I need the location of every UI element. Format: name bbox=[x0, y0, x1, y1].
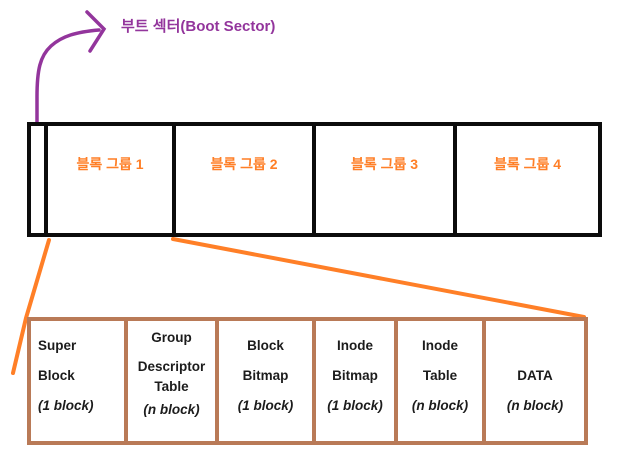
cell-size-label: (n block) bbox=[506, 398, 564, 413]
detail-divider-3 bbox=[312, 321, 316, 441]
group-descriptor-table-cell: Group Descriptor Table (n block) bbox=[128, 321, 215, 441]
cell-line: Bitmap bbox=[332, 368, 378, 383]
boot-sector-cell-divider bbox=[44, 126, 48, 233]
block-bitmap-cell: Block Bitmap (1 block) bbox=[219, 321, 312, 441]
cell-line: Block bbox=[38, 368, 75, 383]
detail-divider-4 bbox=[394, 321, 398, 441]
block-group-divider-1 bbox=[172, 126, 176, 233]
boot-sector-arrow-shaft-icon bbox=[35, 28, 101, 128]
cell-size-label: (1 block) bbox=[237, 398, 294, 413]
cell-line: Super bbox=[38, 338, 77, 353]
cell-size-label: (n block) bbox=[143, 402, 200, 417]
cell-size-label: (n block) bbox=[411, 398, 469, 413]
cell-line: Inode bbox=[422, 338, 458, 353]
super-block-cell: Super Block (1 block) bbox=[31, 321, 124, 441]
block-group-1-label: 블록 그룹 1 bbox=[76, 156, 144, 172]
block-group-detail-row: Super Block (1 block) Group Descriptor T… bbox=[27, 317, 588, 445]
cell-size-label: (1 block) bbox=[38, 398, 94, 413]
detail-divider-1 bbox=[124, 321, 128, 441]
inode-table-cell: Inode Table (n block) bbox=[398, 321, 482, 441]
block-group-divider-2 bbox=[312, 126, 316, 233]
block-group-divider-3 bbox=[453, 126, 457, 233]
zoom-connector-line-right bbox=[171, 237, 586, 319]
block-group-2-label: 블록 그룹 2 bbox=[210, 156, 278, 172]
disk-row: 블록 그룹 1 블록 그룹 2 블록 그룹 3 블록 그룹 4 bbox=[27, 122, 602, 237]
cell-line: Group bbox=[151, 330, 192, 345]
cell-line: Descriptor bbox=[137, 359, 206, 374]
block-group-3-label: 블록 그룹 3 bbox=[350, 156, 419, 172]
cell-line: Bitmap bbox=[242, 368, 289, 383]
cell-line: Block bbox=[247, 338, 284, 353]
cell-line: Inode bbox=[337, 338, 373, 353]
boot-sector-label: 부트 섹터(Boot Sector) bbox=[121, 18, 276, 35]
cell-line: Table bbox=[154, 379, 189, 394]
detail-divider-5 bbox=[482, 321, 486, 441]
boot-sector-arrow-head-icon bbox=[85, 10, 107, 53]
cell-line: Table bbox=[422, 368, 458, 383]
cell-line: DATA bbox=[517, 368, 553, 383]
block-group-4-label: 블록 그룹 4 bbox=[493, 156, 562, 172]
detail-divider-2 bbox=[215, 321, 219, 441]
data-cell: DATA (n block) bbox=[486, 321, 584, 441]
inode-bitmap-cell: Inode Bitmap (1 block) bbox=[316, 321, 394, 441]
cell-size-label: (1 block) bbox=[327, 398, 383, 413]
